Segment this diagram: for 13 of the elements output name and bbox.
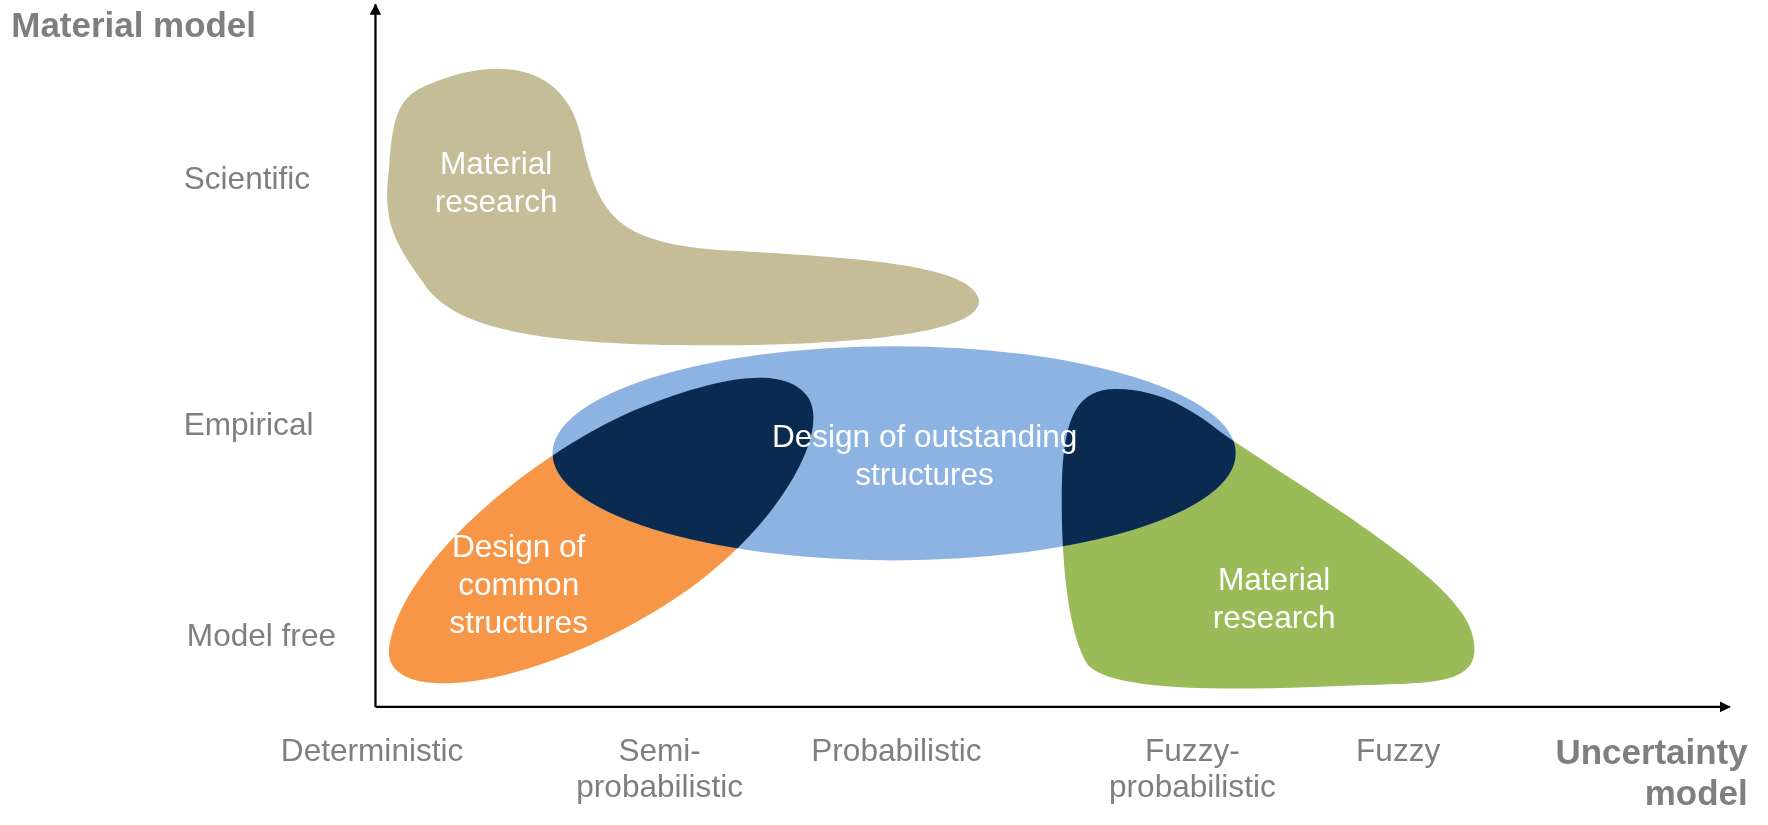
region-label: Material research: [1211, 560, 1337, 637]
axis-tick-label: Scientific: [183, 161, 311, 198]
axis-tick-label: Deterministic: [279, 732, 465, 770]
axis-tick-label: Fuzzy: [1355, 732, 1442, 770]
axis-tick-label: Model free: [186, 617, 336, 655]
region-label: Material research: [433, 144, 559, 221]
axis-title: Material model: [11, 5, 256, 46]
axis-title: Uncertainty model: [1554, 732, 1748, 814]
axis-tick-label: Fuzzy- probabilistic: [1108, 732, 1277, 806]
axis-tick-label: Empirical: [183, 407, 314, 444]
region-label: Design of common structures: [448, 527, 589, 642]
axis-tick-label: Semi- probabilistic: [575, 732, 744, 806]
axis-tick-label: Probabilistic: [810, 732, 983, 770]
